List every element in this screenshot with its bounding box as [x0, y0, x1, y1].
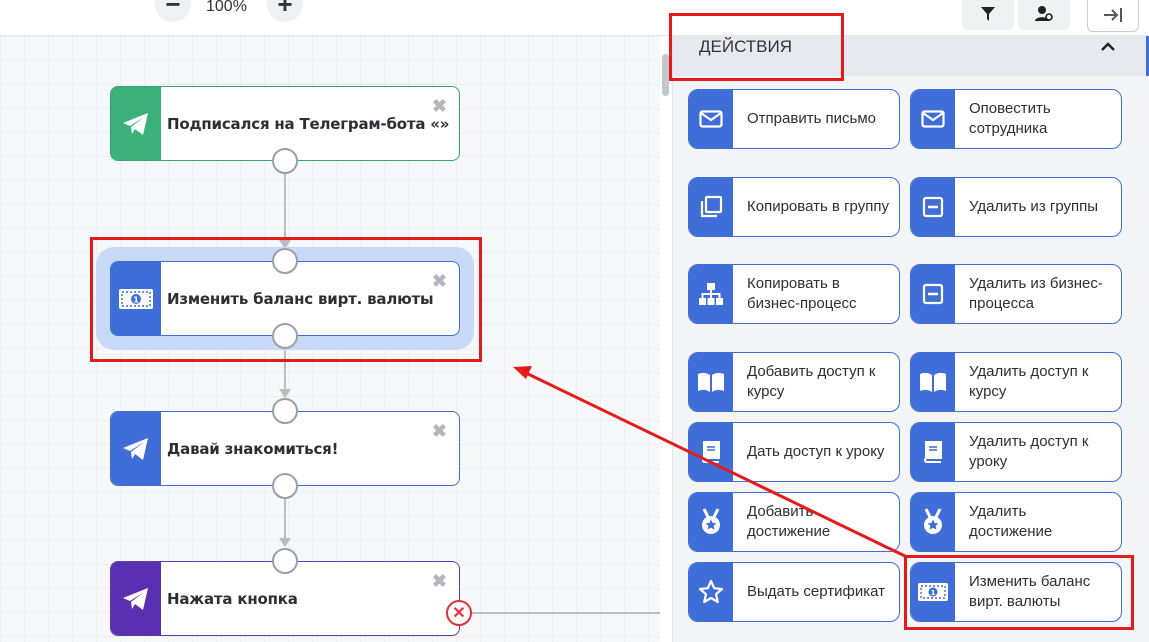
input-port[interactable] [272, 548, 298, 574]
action-label: Удалить доступ к курсу [969, 363, 1089, 400]
action-give-lesson-access[interactable]: Дать доступ к уроку [688, 422, 900, 482]
action-label: Отправить письмо [747, 110, 877, 127]
filter-icon [981, 7, 995, 21]
action-change-virtual-balance[interactable]: 1 Изменить баланс вирт. валюты [910, 562, 1122, 622]
error-port-icon[interactable]: ✕ [446, 600, 472, 626]
action-remove-achievement[interactable]: Удалить достижение [910, 492, 1122, 552]
input-port[interactable] [272, 248, 298, 274]
action-copy-to-group[interactable]: Копировать в группу [688, 177, 900, 237]
workflow-node-button-pressed[interactable]: Нажата кнопка ✖ [110, 548, 460, 636]
sign-out-icon [1104, 8, 1122, 22]
envelope-icon [689, 90, 733, 148]
chevron-up-icon[interactable] [1100, 38, 1116, 58]
input-port[interactable] [272, 398, 298, 424]
telegram-icon [123, 437, 148, 460]
action-label: Добавить доступ к курсу [747, 363, 876, 400]
open-book-icon [911, 353, 955, 411]
minus-box-icon [911, 265, 955, 323]
action-copy-to-business-process[interactable]: Копировать в бизнес-процесс [688, 264, 900, 324]
filter-button[interactable] [962, 0, 1014, 30]
action-notify-employee[interactable]: Оповестить сотрудника [910, 89, 1122, 149]
node-label: Нажата кнопка [167, 589, 298, 608]
action-remove-lesson-access[interactable]: Удалить доступ к уроку [910, 422, 1122, 482]
action-label: Дать доступ к уроку [747, 443, 885, 460]
action-send-email[interactable]: Отправить письмо [688, 89, 900, 149]
telegram-icon [123, 587, 148, 610]
action-label: Добавить достижение [747, 503, 831, 540]
node-icon-strip [111, 87, 161, 160]
connector-line [284, 173, 286, 243]
output-port[interactable] [272, 148, 298, 174]
node-icon-strip [111, 562, 161, 635]
svg-text:1: 1 [133, 295, 139, 304]
svg-text:1: 1 [931, 589, 936, 597]
user-search-icon [1035, 6, 1053, 21]
workflow-node-message[interactable]: Давай знакомиться! ✖ [110, 398, 460, 499]
action-label: Копировать в группу [747, 198, 889, 215]
workflow-node-change-balance[interactable]: 1 Изменить баланс вирт. валюты ✖ [110, 248, 460, 349]
action-label: Удалить достижение [969, 503, 1053, 540]
action-label: Копировать в бизнес-процесс [747, 275, 857, 312]
action-label: Изменить баланс вирт. валюты [969, 573, 1091, 610]
zoom-level: 100% [206, 0, 247, 15]
chevron-up-shape [1101, 42, 1115, 51]
panel-title: ДЕЙСТВИЯ [699, 37, 793, 56]
node-icon-strip [111, 412, 161, 485]
book-icon [689, 423, 733, 481]
zoom-out-button[interactable]: − [155, 0, 191, 22]
medal-icon [911, 493, 955, 551]
action-remove-from-business-process[interactable]: Удалить из бизнес-процесса [910, 264, 1122, 324]
exit-button[interactable] [1087, 0, 1139, 32]
actions-panel-header[interactable]: ДЕЙСТВИЯ [673, 36, 1149, 76]
action-remove-from-group[interactable]: Удалить из группы [910, 177, 1122, 237]
connector-line [284, 348, 286, 393]
action-issue-certificate[interactable]: Выдать сертификат [688, 562, 900, 622]
canvas-scrollbar[interactable] [662, 54, 669, 96]
copy-icon [689, 178, 733, 236]
zoom-in-button[interactable]: + [267, 0, 303, 22]
action-label: Оповестить сотрудника [969, 100, 1051, 137]
open-book-icon [689, 353, 733, 411]
banknote-icon: 1 [911, 563, 955, 621]
annotation-box-selected-node [90, 237, 482, 362]
hierarchy-icon [689, 265, 733, 323]
node-label: Давай знакомиться! [167, 439, 339, 458]
connector-line [284, 498, 286, 543]
banknote-icon: 1 [119, 288, 153, 309]
action-add-course-access[interactable]: Добавить доступ к курсу [688, 352, 900, 412]
telegram-icon [123, 112, 148, 135]
connector-arrow [279, 389, 291, 398]
action-label: Удалить доступ к уроку [969, 433, 1089, 470]
annotation-box-panel-title [669, 13, 844, 81]
action-label: Выдать сертификат [747, 583, 886, 600]
node-label: Изменить баланс вирт. валюты [167, 289, 434, 308]
book-icon [911, 423, 955, 481]
user-search-button[interactable] [1018, 0, 1070, 30]
node-label: Подписался на Телеграм-бота «» [167, 114, 450, 133]
medal-icon [689, 493, 733, 551]
close-icon[interactable]: ✖ [431, 271, 447, 291]
star-icon [689, 563, 733, 621]
output-port[interactable] [272, 473, 298, 499]
connector-line [472, 612, 660, 614]
action-remove-course-access[interactable]: Удалить доступ к курсу [910, 352, 1122, 412]
top-toolbar: − 100% + [0, 0, 1149, 36]
connector-arrow [279, 538, 291, 547]
envelope-icon [911, 90, 955, 148]
node-icon-strip: 1 [111, 262, 161, 335]
action-label: Удалить из группы [969, 198, 1099, 215]
workflow-node-trigger[interactable]: Подписался на Телеграм-бота «» ✖ [110, 86, 460, 174]
minus-box-icon [911, 178, 955, 236]
connector-arrow [279, 240, 291, 249]
close-icon[interactable]: ✖ [431, 96, 447, 116]
close-icon[interactable]: ✖ [431, 571, 447, 591]
close-icon[interactable]: ✖ [431, 421, 447, 441]
output-port[interactable] [272, 323, 298, 349]
action-label: Удалить из бизнес-процесса [969, 275, 1103, 312]
annotation-box-action [904, 555, 1134, 630]
